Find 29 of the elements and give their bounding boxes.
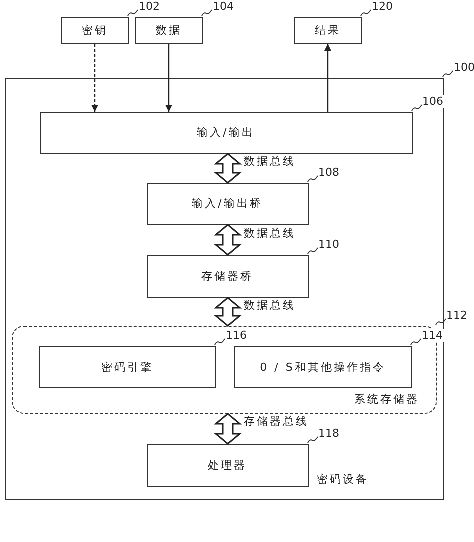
process-box: 密钥 — [61, 17, 129, 44]
reference-number: 102 — [138, 0, 161, 13]
reference-number: 112 — [446, 308, 468, 322]
reference-number: 106 — [422, 94, 444, 108]
region-label: 密码设备 — [317, 472, 369, 487]
reference-number: 114 — [421, 329, 444, 342]
process-box: 密码引擎 — [39, 346, 216, 388]
reference-number: 116 — [225, 329, 248, 342]
reference-number: 118 — [318, 426, 340, 440]
reference-number: 104 — [212, 0, 235, 13]
double-arrow — [214, 224, 242, 256]
arrow — [92, 44, 98, 112]
process-box: 输入/输出 — [40, 112, 412, 154]
reference-number: 108 — [318, 166, 340, 178]
process-box: 输入/输出桥 — [146, 182, 308, 224]
double-arrow — [214, 297, 242, 327]
region-label: 系统存储器 — [354, 392, 420, 406]
reference-number: 120 — [371, 0, 394, 13]
double-arrow — [214, 413, 242, 445]
reference-number: 110 — [318, 238, 340, 250]
process-box: 0 / S和其他操作指令 — [234, 346, 412, 388]
double-arrow — [214, 153, 242, 184]
reference-number: 100 — [453, 61, 474, 74]
arrow — [166, 44, 172, 112]
arrow — [324, 44, 332, 112]
process-box: 存储器桥 — [146, 254, 308, 298]
process-box: 结果 — [294, 17, 362, 44]
process-box: 处理器 — [146, 444, 308, 486]
process-box: 数据 — [135, 17, 203, 44]
